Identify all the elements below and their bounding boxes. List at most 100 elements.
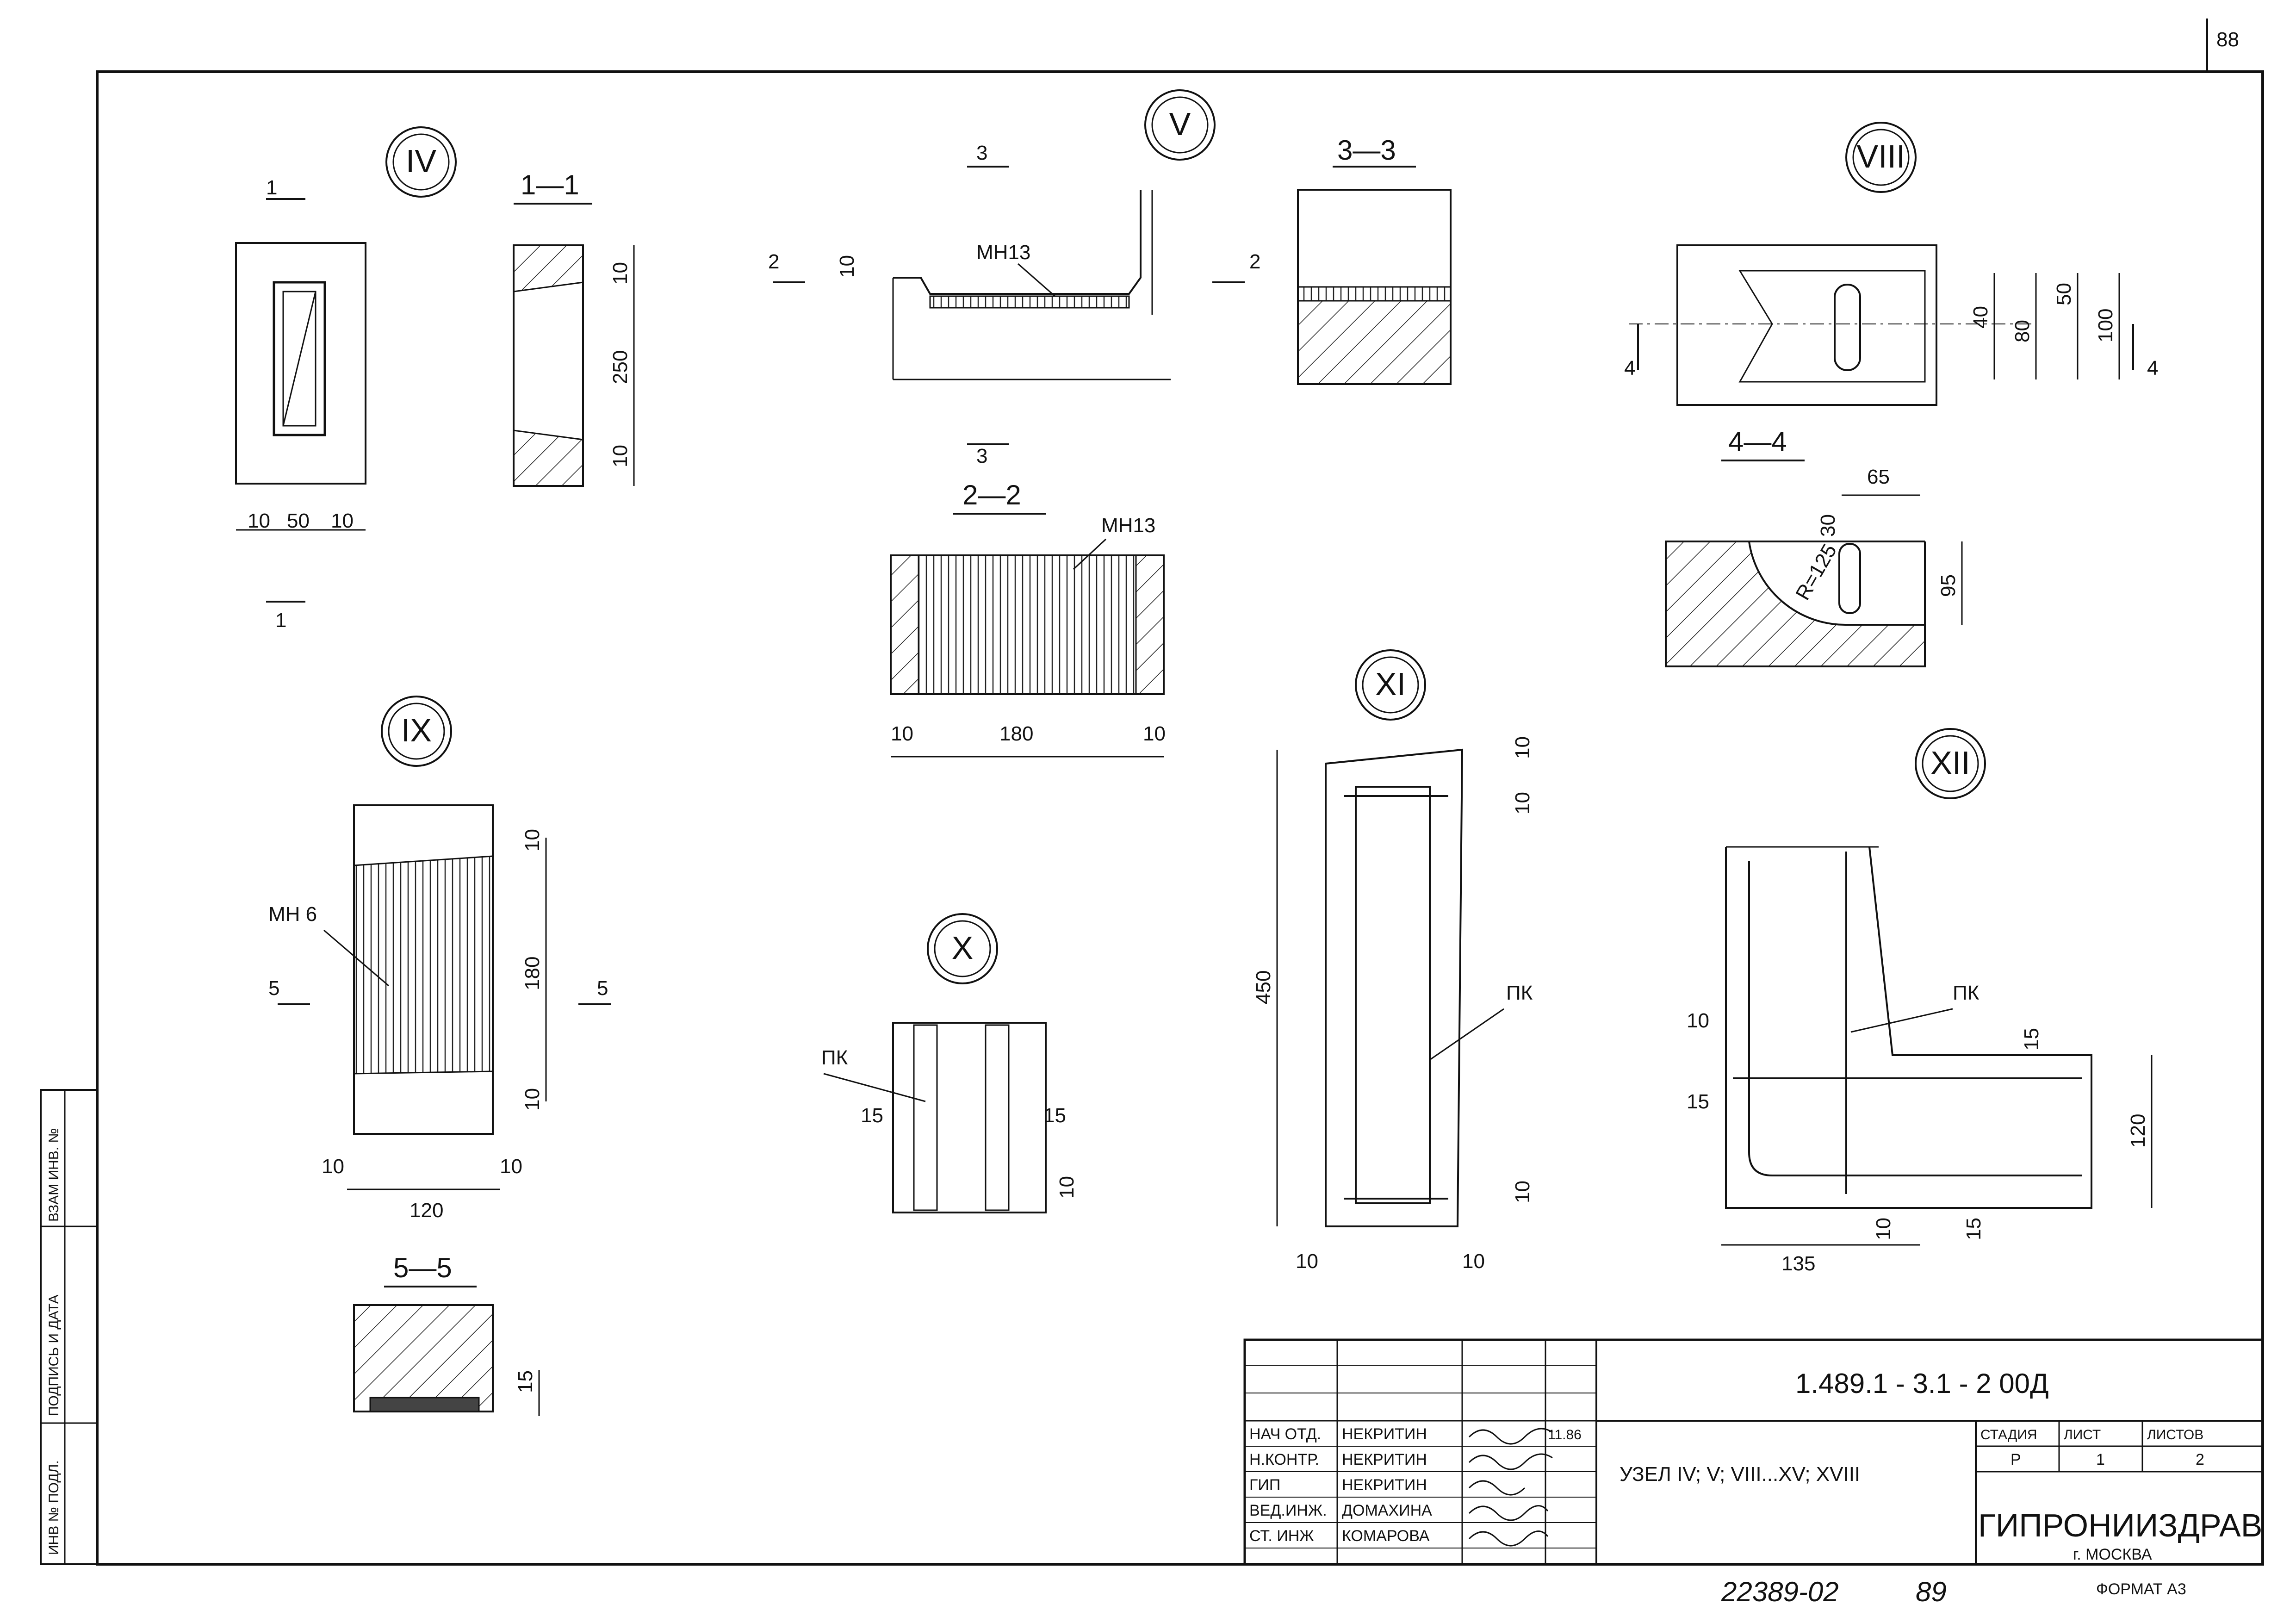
svg-text:НЕКРИТИН: НЕКРИТИН [1342,1425,1427,1443]
svg-text:10: 10 [836,255,858,278]
svg-text:ГИП: ГИП [1249,1476,1280,1494]
svg-text:4: 4 [2147,357,2158,379]
stamp-inv-label: ИНВ № ПОДЛ. [46,1460,62,1555]
node-viii: VIII 4 4 40 80 50 100 4—4 R=125 65 30 95 [1624,122,2158,667]
svg-text:г. МОСКВА: г. МОСКВА [2073,1546,2152,1563]
sheet-title: УЗЕЛ IV; V; VIII...XV; XVIII [1620,1463,1860,1486]
node-x: X ПК 15 15 10 [821,913,1078,1213]
svg-text:Р: Р [2011,1451,2021,1468]
stamp-signature-label: ПОДПИСЬ И ДАТА [46,1294,62,1416]
marker-x: X [952,930,974,966]
label-pk-xi: ПК [1506,982,1533,1004]
svg-text:10: 10 [609,445,632,467]
svg-text:10: 10 [521,829,544,852]
svg-text:135: 135 [1781,1252,1815,1275]
marker-ix: IX [401,712,432,748]
svg-text:180: 180 [521,957,544,990]
footer-page: 89 [1916,1576,1947,1607]
section-1-1-title: 1—1 [521,169,579,200]
doc-number: 22389-02 [1721,1576,1839,1607]
svg-text:10: 10 [1511,736,1534,759]
svg-text:ВЕД.ИНЖ.: ВЕД.ИНЖ. [1249,1502,1327,1519]
svg-text:НЕКРИТИН: НЕКРИТИН [1342,1451,1427,1468]
svg-text:15: 15 [1687,1090,1709,1113]
svg-text:СТ. ИНЖ: СТ. ИНЖ [1249,1527,1314,1545]
svg-text:10: 10 [248,510,270,532]
svg-text:НАЧ ОТД.: НАЧ ОТД. [1249,1425,1321,1443]
svg-text:15: 15 [1962,1218,1985,1240]
svg-text:10: 10 [500,1155,522,1178]
svg-text:1: 1 [275,609,286,632]
marker-viii: VIII [1856,138,1905,174]
organization-name: ГИПРОНИИЗДРАВ [1978,1507,2262,1543]
svg-text:40: 40 [1969,306,1992,329]
svg-text:450: 450 [1252,970,1275,1004]
stamp-replace-label: ВЗАМ ИНВ. № [46,1128,62,1222]
document-designation: 1.489.1 - 3.1 - 2 00Д [1795,1368,2049,1399]
node-xii: XII ПК 10 15 15 120 135 10 15 [1687,728,2153,1275]
svg-text:120: 120 [2127,1114,2149,1148]
svg-text:3: 3 [976,142,987,164]
svg-text:65: 65 [1867,466,1890,488]
svg-text:1: 1 [266,176,277,199]
svg-text:5: 5 [597,977,608,1000]
svg-text:10: 10 [1055,1176,1078,1199]
svg-text:10: 10 [521,1088,544,1111]
svg-text:4: 4 [1624,357,1635,379]
svg-text:15: 15 [514,1370,537,1393]
section-2-2-title: 2—2 [962,479,1021,510]
svg-text:10: 10 [322,1155,344,1178]
svg-text:10: 10 [1143,722,1166,745]
svg-text:5: 5 [268,977,279,1000]
marker-xi: XI [1375,666,1406,702]
section-5-5-title: 5—5 [393,1252,452,1283]
section-4-4-title: 4—4 [1728,426,1787,457]
svg-text:Н.КОНТР.: Н.КОНТР. [1249,1451,1319,1468]
svg-text:15: 15 [1043,1104,1066,1127]
svg-text:3: 3 [976,445,987,467]
node-v: V 3 3 2 2 10 МН13 3—3 2—2 МН13 10 180 10 [768,89,1452,758]
svg-text:15: 15 [861,1104,883,1127]
svg-text:2: 2 [2196,1451,2204,1468]
svg-text:250: 250 [609,350,632,384]
svg-text:10: 10 [331,510,354,532]
svg-text:10: 10 [1296,1250,1318,1273]
svg-text:50: 50 [287,510,310,532]
svg-text:ЛИСТОВ: ЛИСТОВ [2147,1427,2203,1443]
label-pk-xii: ПК [1953,982,1980,1004]
svg-text:10: 10 [1511,1181,1534,1203]
svg-text:КОМАРОВА: КОМАРОВА [1342,1527,1430,1545]
svg-text:10: 10 [891,722,913,745]
marker-iv: IV [406,143,436,179]
label-mn6: МН 6 [268,903,317,926]
svg-text:1: 1 [2096,1451,2105,1468]
svg-text:11.86: 11.86 [1548,1427,1582,1443]
drawing-frame [96,70,2264,1566]
marker-xii: XII [1930,745,1970,781]
svg-text:50: 50 [2053,283,2075,305]
svg-text:2: 2 [768,250,779,273]
node-iv: IV 1 1 10 50 10 1—1 10 250 10 [235,126,635,632]
svg-text:15: 15 [2020,1028,2043,1051]
svg-text:СТАДИЯ: СТАДИЯ [1980,1427,2037,1443]
svg-text:ДОМАХИНА: ДОМАХИНА [1342,1502,1432,1519]
svg-text:10: 10 [1687,1009,1709,1032]
format-label: ФОРМАТ А3 [2096,1580,2186,1598]
title-block: НАЧ ОТД. НЕКРИТИН 11.86 Н.КОНТР. НЕКРИТИ… [1243,1338,2264,1566]
section-3-3-title: 3—3 [1337,135,1396,166]
svg-text:120: 120 [410,1199,443,1222]
svg-text:2: 2 [1249,250,1260,273]
svg-text:ЛИСТ: ЛИСТ [2064,1427,2101,1443]
svg-text:НЕКРИТИН: НЕКРИТИН [1342,1476,1427,1494]
page-number: 88 [2216,28,2239,51]
node-xi: XI ПК 450 10 10 10 10 10 [1252,649,1534,1273]
svg-text:100: 100 [2094,309,2117,342]
svg-text:180: 180 [999,722,1033,745]
svg-text:R=125: R=125 [1791,540,1841,604]
svg-text:10: 10 [609,262,632,285]
svg-text:10: 10 [1872,1218,1895,1240]
svg-text:30: 30 [1817,514,1839,537]
label-pk-x: ПК [821,1046,848,1069]
label-mn13-22: МН13 [1101,514,1155,537]
